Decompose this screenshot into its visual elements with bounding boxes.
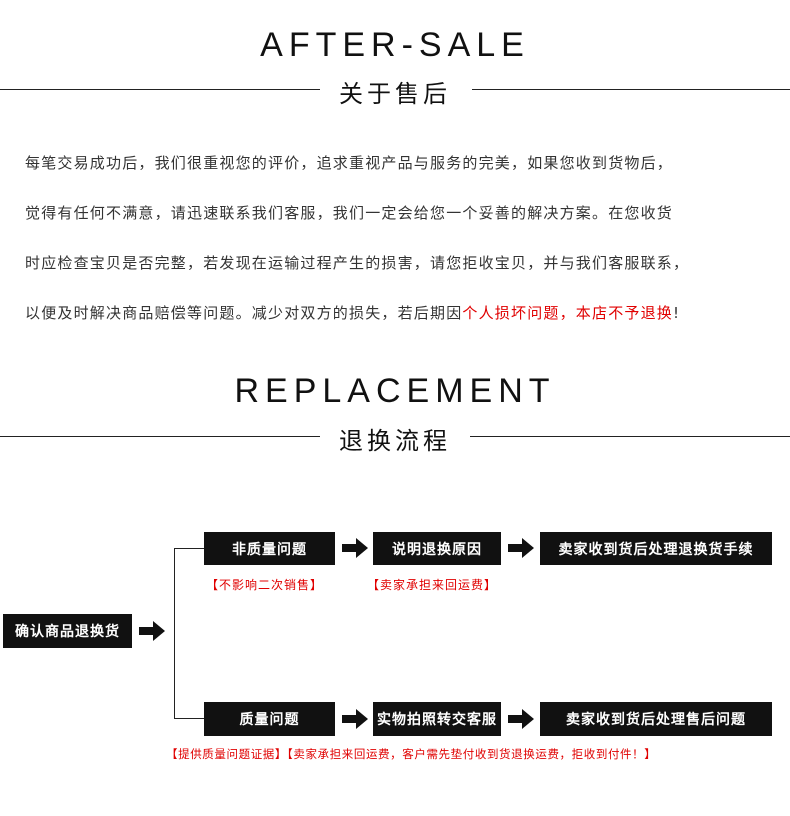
arrow-right-icon xyxy=(342,538,368,558)
branch-bottom xyxy=(174,718,204,719)
arrow-right-icon xyxy=(342,709,368,729)
flow-start-box: 确认商品退换货 xyxy=(3,614,132,648)
note-seller-pays-shipping: 【卖家承担来回运费】 xyxy=(367,578,498,592)
paragraph-line-4-end: ! xyxy=(673,304,681,322)
divider-right-2 xyxy=(470,436,790,437)
explain-reason-box: 说明退换原因 xyxy=(373,532,501,565)
divider-right xyxy=(472,89,790,90)
branch-top xyxy=(174,548,204,549)
photo-to-service-box: 实物拍照转交客服 xyxy=(373,702,501,736)
note-no-resale-impact: 【不影响二次销售】 xyxy=(206,578,324,592)
seller-process-return-box: 卖家收到货后处理退换货手续 xyxy=(540,532,772,565)
paragraph-line-1: 每笔交易成功后，我们很重视您的评价，追求重视产品与服务的完美，如果您收到货物后， xyxy=(25,154,674,172)
arrow-right-icon xyxy=(508,538,534,558)
arrow-right-icon xyxy=(139,621,165,641)
after-sale-subtitle: 关于售后 xyxy=(339,80,451,108)
paragraph-line-2: 觉得有任何不满意，请迅速联系我们客服，我们一定会给您一个妥善的解决方案。在您收货 xyxy=(25,204,674,222)
note-quality-evidence: 【提供质量问题证据】【卖家承担来回运费，客户需先垫付收到货退换运费，拒收到付件！… xyxy=(166,747,657,761)
seller-after-sale-box: 卖家收到货后处理售后问题 xyxy=(540,702,772,736)
paragraph-line-3: 时应检查宝贝是否完整，若发现在运输过程产生的损害，请您拒收宝贝，并与我们客服联系… xyxy=(25,254,690,272)
non-quality-issue-box: 非质量问题 xyxy=(204,532,335,565)
no-return-warning: 个人损坏问题，本店不予退换 xyxy=(462,304,674,322)
quality-issue-box: 质量问题 xyxy=(204,702,335,736)
branch-connector xyxy=(174,548,175,718)
divider-left-2 xyxy=(0,436,320,437)
replacement-subtitle: 退换流程 xyxy=(339,427,451,455)
paragraph-line-4-text: 以便及时解决商品赔偿等问题。减少对双方的损失，若后期因 xyxy=(25,304,463,322)
after-sale-title: AFTER-SALE xyxy=(260,26,530,64)
divider-left xyxy=(0,89,320,90)
replacement-title: REPLACEMENT xyxy=(234,372,556,410)
paragraph-line-4: 以便及时解决商品赔偿等问题。减少对双方的损失，若后期因个人损坏问题，本店不予退换… xyxy=(25,302,680,323)
arrow-right-icon xyxy=(508,709,534,729)
